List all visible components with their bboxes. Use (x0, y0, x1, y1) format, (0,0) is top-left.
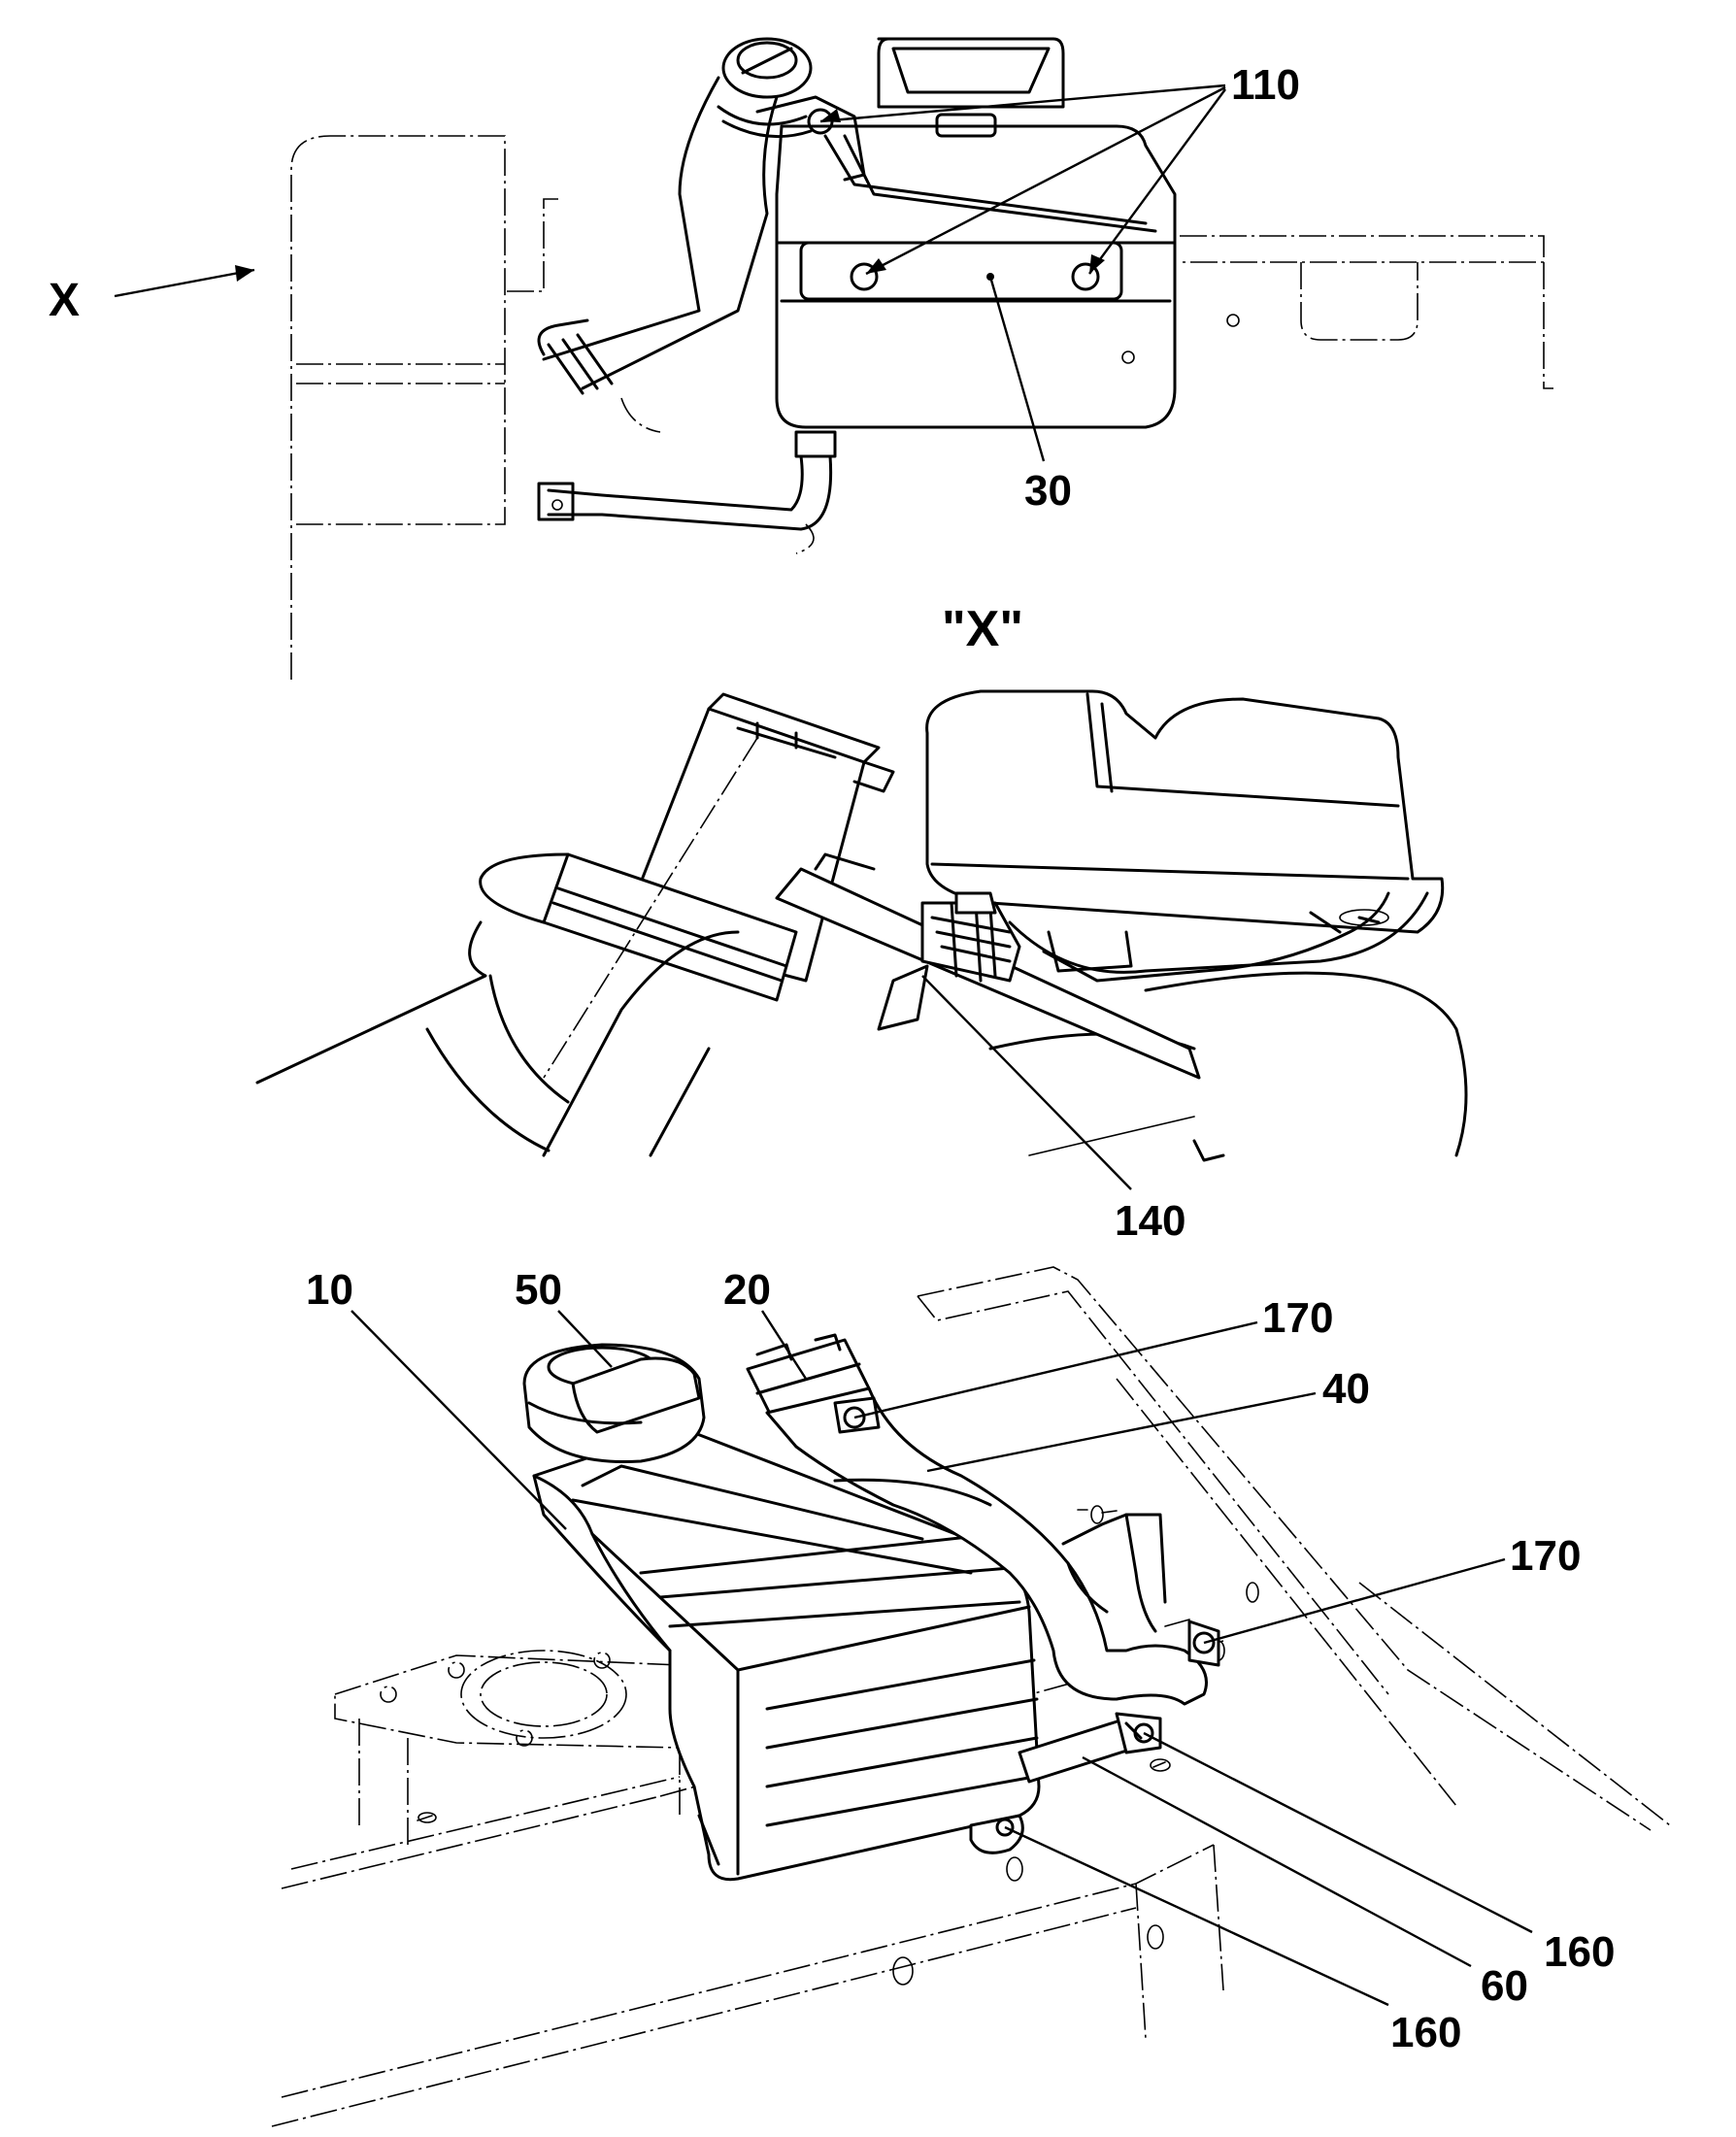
leader-110-b (865, 85, 1226, 276)
leader-170-upper (853, 1320, 1258, 1419)
leader-160-upper (1143, 1731, 1533, 1934)
callout-60: 60 (1481, 1962, 1528, 2010)
leader-160-lower (1004, 1825, 1389, 2007)
leader-20 (760, 1310, 808, 1380)
view-marker-x: X (49, 275, 80, 326)
callout-140: 140 (1115, 1197, 1185, 1245)
leader-60 (1082, 1755, 1472, 1968)
detail-view: "X" (255, 601, 1468, 1245)
leader-30 (988, 276, 1046, 462)
leader-170-lower (1203, 1557, 1506, 1645)
detail-view-title: "X" (942, 601, 1023, 657)
leader-140 (921, 975, 1132, 1190)
isometric-view: 10 50 20 170 40 170 160 60 160 (271, 1266, 1671, 2127)
callout-40: 40 (1322, 1365, 1370, 1413)
view-x-arrow (114, 268, 255, 298)
callout-110: 110 (1231, 61, 1300, 109)
leader-110-a (819, 83, 1226, 123)
top-view: X 110 30 (49, 37, 1553, 680)
callout-160-upper: 160 (1544, 1928, 1615, 1976)
callout-20: 20 (723, 1266, 771, 1314)
callout-50: 50 (515, 1266, 562, 1314)
callout-30: 30 (1024, 467, 1072, 515)
leader-50 (557, 1310, 613, 1368)
callout-10: 10 (306, 1266, 353, 1314)
leader-40 (926, 1391, 1317, 1473)
callout-170-lower: 170 (1510, 1532, 1581, 1580)
leader-110-c (1088, 88, 1226, 275)
callout-170-upper: 170 (1262, 1294, 1333, 1342)
callout-160-lower: 160 (1390, 2009, 1461, 2056)
arrowhead-icon (235, 265, 254, 282)
leader-10 (351, 1310, 567, 1530)
